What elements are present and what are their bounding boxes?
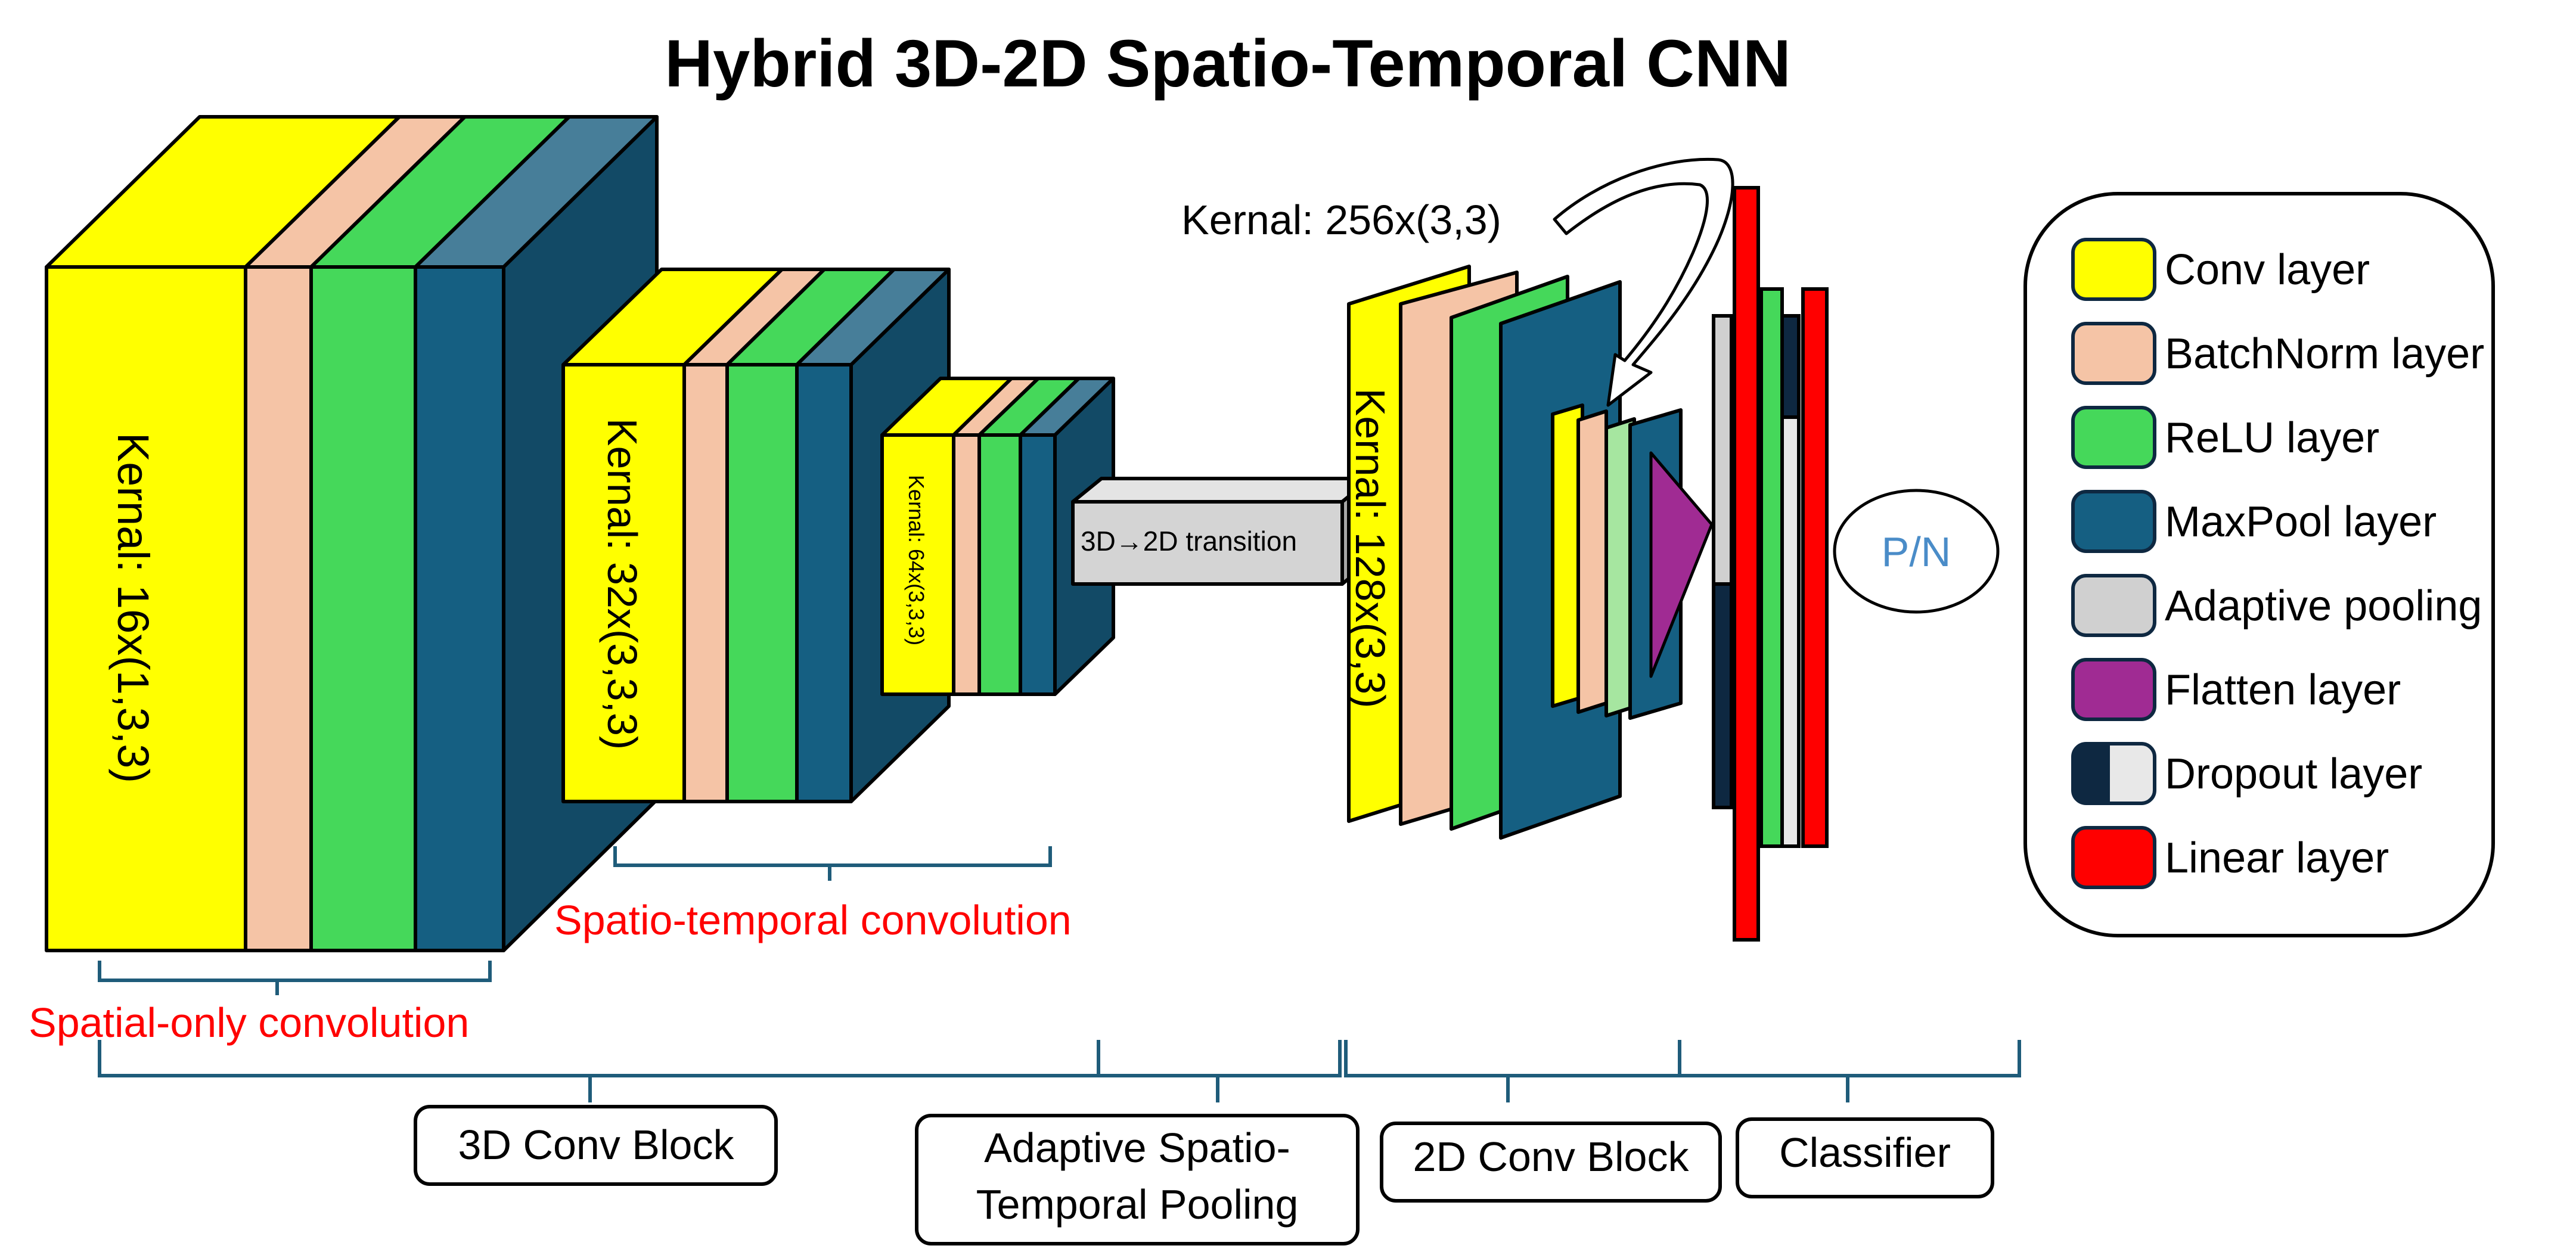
block1-relu: [309, 265, 417, 952]
block3-pool: [1019, 433, 1057, 696]
classifier-block-label: Classifier: [1779, 1129, 1951, 1176]
block2-pool: [795, 363, 853, 803]
block3-relu: [977, 433, 1022, 696]
classifier-block-box: [1736, 1117, 1994, 1198]
classifier-layers: [1712, 186, 1829, 942]
conv3d-block-box: [414, 1105, 778, 1186]
conv2d-block-box: [1380, 1122, 1722, 1203]
legend-item: Dropout layer: [2071, 742, 2422, 805]
kernel-128-label: Kernal: 128x(3,3): [1347, 389, 1393, 709]
output-label: P/N: [1882, 529, 1951, 575]
legend-item: Linear layer: [2071, 826, 2389, 889]
legend-label: Flatten layer: [2165, 666, 2401, 714]
legend-swatch: [2071, 406, 2156, 469]
conv3d-block1: [45, 115, 659, 952]
legend-swatch-light: [2110, 744, 2155, 803]
legend-swatch-border: [2071, 742, 2156, 805]
kernel-32-label: Kernal: 32x(3,3,3): [599, 418, 645, 750]
conv2d-block-label: 2D Conv Block: [1413, 1133, 1690, 1180]
spatial-brace: [98, 961, 492, 995]
legend-swatch: [2071, 238, 2156, 301]
pooling-block-label-2: Temporal Pooling: [976, 1181, 1299, 1228]
dropout-bar-2-light: [1780, 415, 1801, 848]
transition-label: 3D→2D transition: [1081, 526, 1297, 557]
legend-label: Linear layer: [2165, 834, 2389, 882]
relu-bar-classifier: [1759, 287, 1784, 848]
classifier-brace: [1678, 1040, 2021, 1102]
pooling-brace: [1097, 1040, 1342, 1102]
dropout-bar-1: [1712, 582, 1733, 809]
block2-conv: [561, 363, 686, 803]
legend-item: BatchNorm layer: [2071, 322, 2484, 385]
legend-swatch: [2071, 826, 2156, 889]
diagram-title: Hybrid 3D-2D Spatio-Temporal CNN: [665, 26, 1791, 101]
kernel-64-label: Kernal: 64x(3,3,3): [904, 475, 929, 645]
legend-box: [2023, 192, 2495, 937]
legend-label: Dropout layer: [2165, 750, 2422, 798]
block2-relu: [725, 363, 799, 803]
linear-bar-1: [1733, 186, 1760, 942]
kernel-16-label: Kernal: 16x(1,3,3): [108, 433, 158, 783]
dropout-bar-2: [1780, 314, 1801, 419]
flatten-layer: [1649, 451, 1714, 678]
spatiotemporal-label: Spatio-temporal convolution: [554, 897, 1072, 943]
legend-item: Conv layer: [2071, 238, 2370, 301]
conv2d-brace: [1344, 1040, 1681, 1102]
legend-swatch: [2073, 744, 2110, 803]
kernel-256-label: Kernal: 256x(3,3): [1181, 197, 1501, 243]
spatial-label: Spatial-only convolution: [29, 999, 469, 1046]
kernel-256-curved-arrow: [1553, 157, 1734, 407]
legend-label: BatchNorm layer: [2165, 330, 2484, 378]
conv3d-block-label: 3D Conv Block: [458, 1122, 735, 1168]
spatiotemporal-brace: [613, 846, 1052, 881]
legend-label: Conv layer: [2165, 246, 2370, 294]
legend-swatch: [2071, 490, 2156, 553]
c2d2-bn: [1576, 409, 1608, 714]
legend-swatch: [2071, 322, 2156, 385]
pooling-block-box: [915, 1114, 1360, 1245]
adaptive-pool-bar: [1712, 314, 1733, 586]
legend-label: Adaptive pooling: [2165, 582, 2482, 630]
block3-bn: [952, 433, 981, 696]
legend-label: ReLU layer: [2165, 414, 2379, 462]
legend-item: ReLU layer: [2071, 406, 2379, 469]
legend-label: MaxPool layer: [2165, 498, 2437, 546]
linear-bar-2: [1801, 287, 1829, 848]
block2-bn: [682, 363, 729, 803]
conv3d-brace: [98, 1040, 1100, 1102]
legend-swatch: [2071, 658, 2156, 721]
block1-bn: [244, 265, 313, 952]
block1-conv: [45, 265, 247, 952]
block1-pool: [414, 265, 505, 952]
legend-item: Flatten layer: [2071, 658, 2401, 721]
output-node: [1833, 489, 2000, 614]
legend-item: Adaptive pooling: [2071, 574, 2482, 637]
pooling-block-label-1: Adaptive Spatio-: [984, 1125, 1290, 1171]
legend-item: MaxPool layer: [2071, 490, 2437, 553]
legend-swatch: [2071, 574, 2156, 637]
